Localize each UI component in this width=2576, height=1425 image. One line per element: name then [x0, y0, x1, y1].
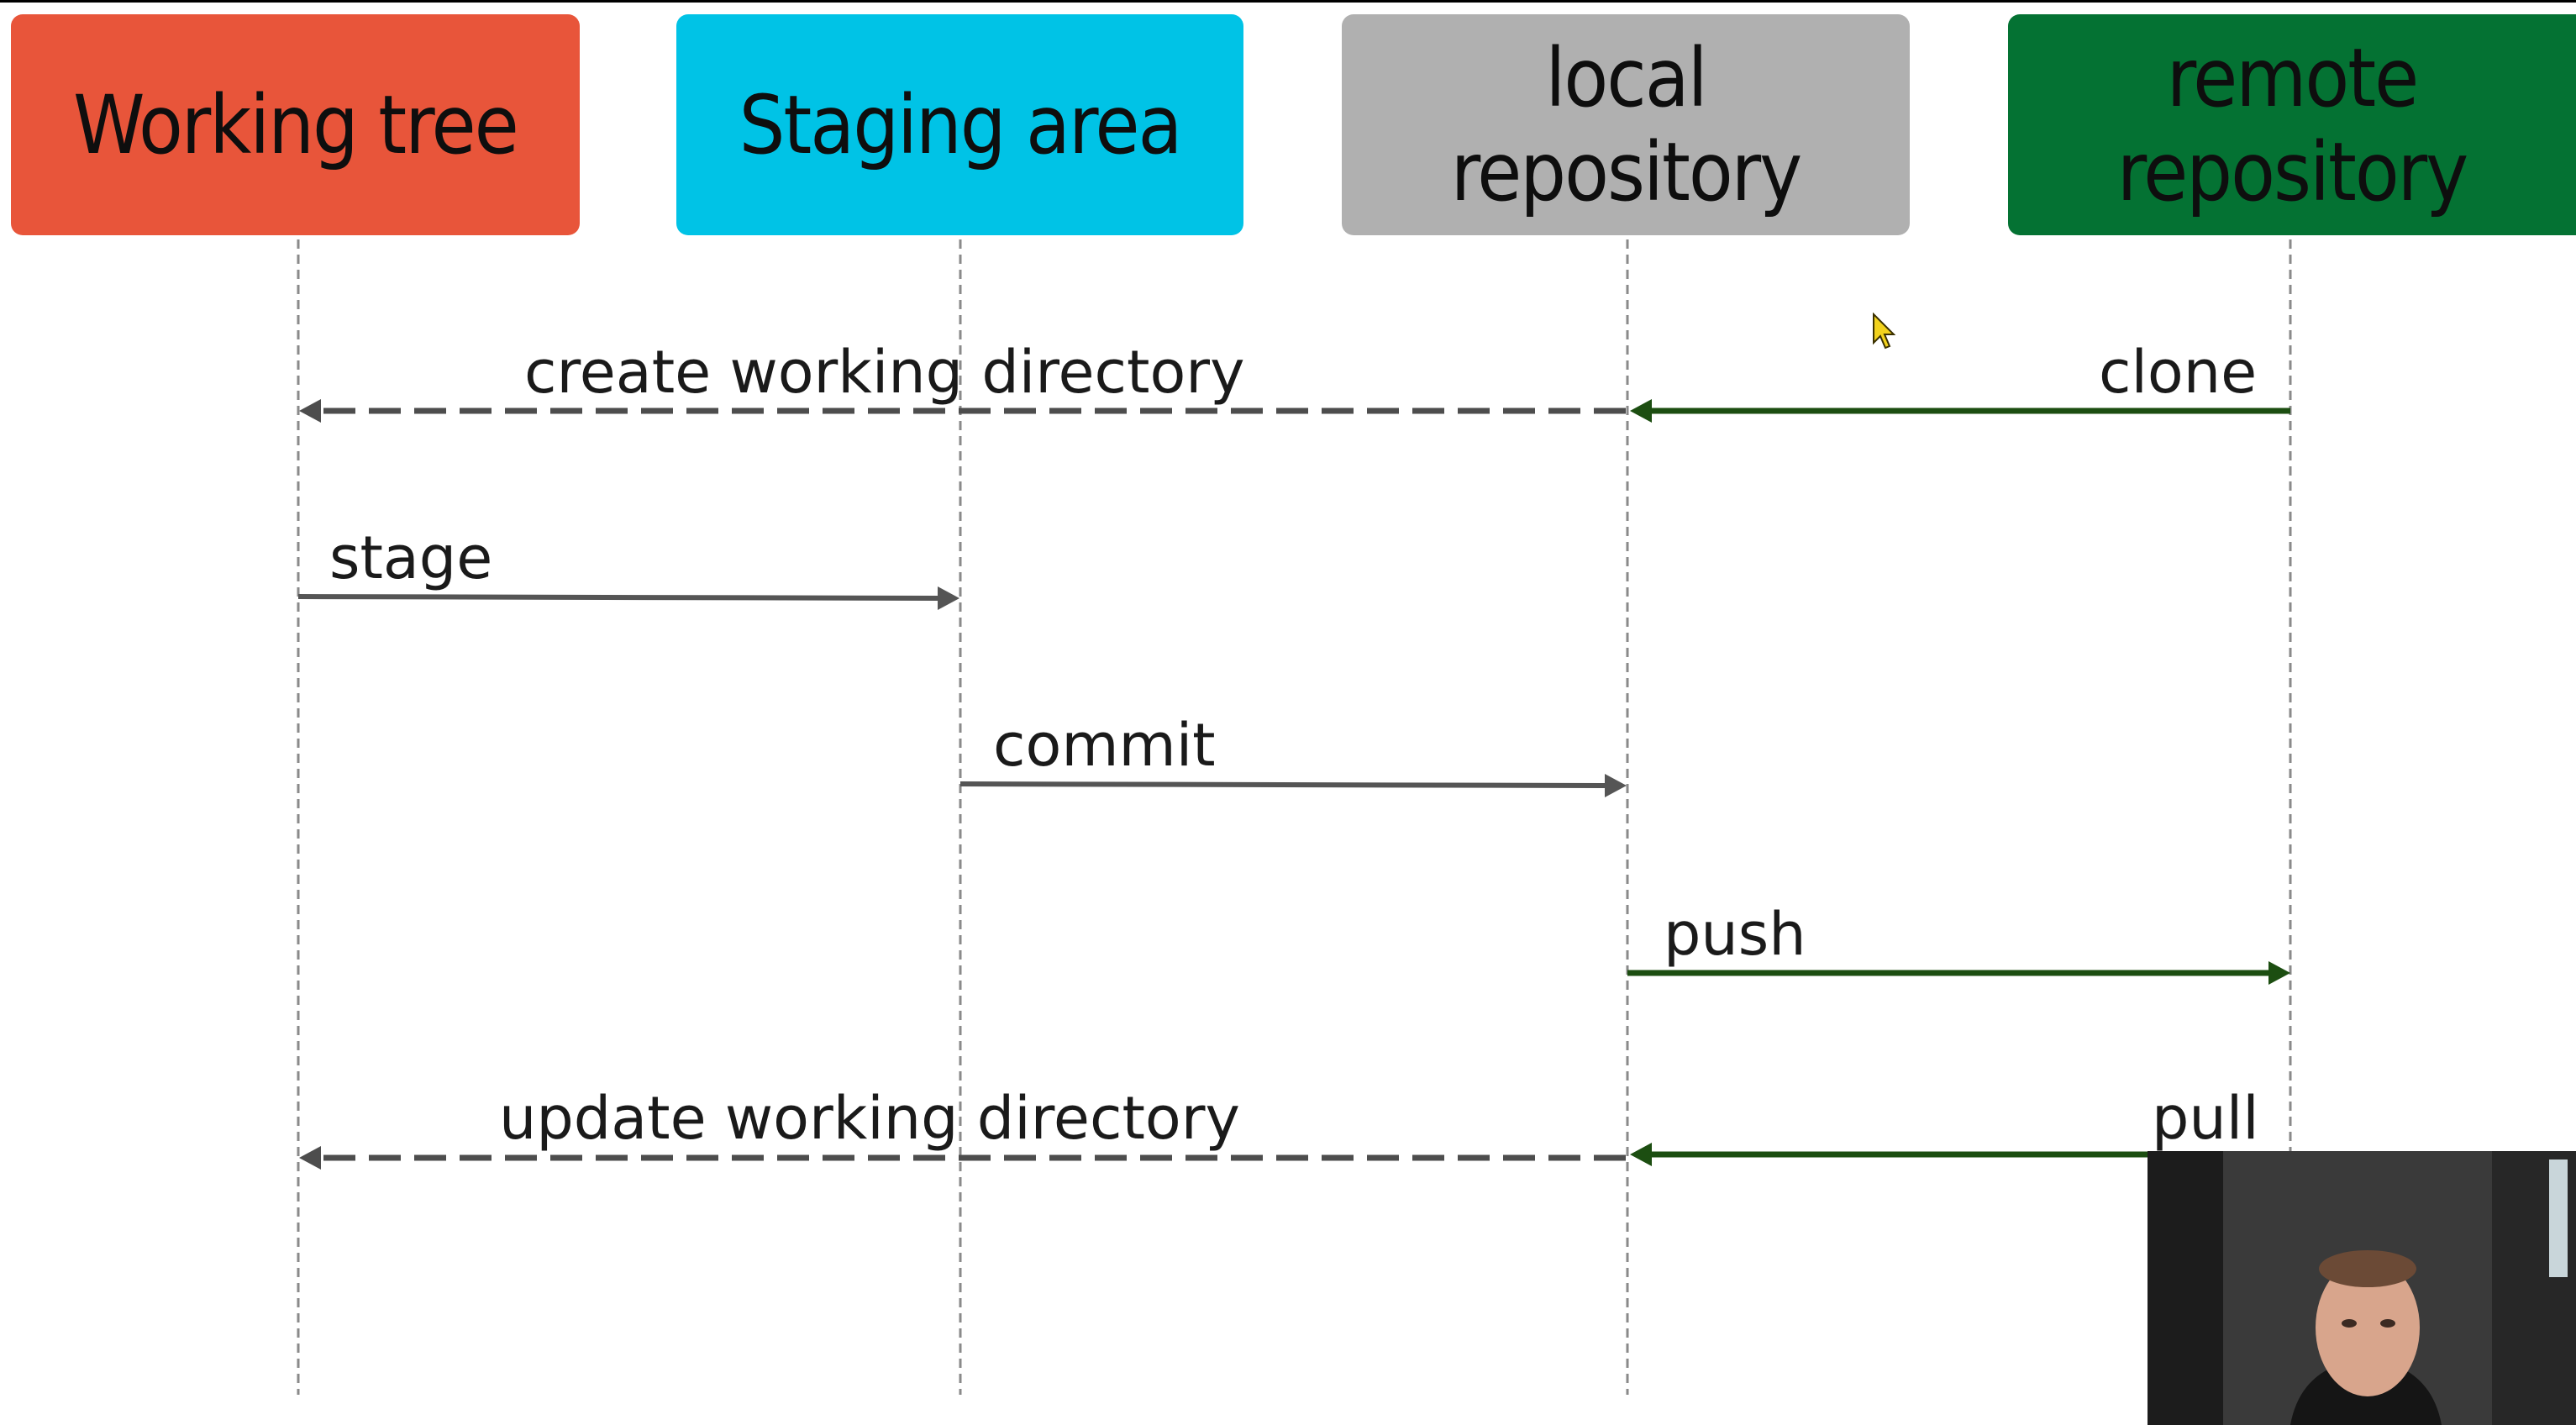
webcam-light-strip	[2549, 1159, 2568, 1277]
webcam-frame	[2148, 1151, 2576, 1425]
arrow-stage	[297, 586, 959, 610]
presenter-webcam-icon	[2148, 1151, 2576, 1425]
arrow-commit-line	[959, 781, 1607, 788]
arrow-commit-head	[1605, 774, 1627, 797]
arrow-pull	[1630, 1143, 2151, 1166]
webcam-eye-left	[2342, 1319, 2357, 1328]
mouse-pointer-icon	[1873, 313, 1895, 350]
label-update-working-directory: update working directory	[499, 1084, 1240, 1153]
webcam-hair	[2319, 1250, 2416, 1287]
label-stage: stage	[329, 523, 493, 592]
arrow-create-head	[299, 399, 321, 423]
arrow-clone-head	[1630, 399, 1652, 423]
label-commit: commit	[993, 711, 1216, 780]
arrow-push-head	[2268, 961, 2290, 985]
mouse-pointer-shape	[1873, 313, 1895, 350]
webcam-panel-left	[2148, 1151, 2223, 1425]
arrow-update	[299, 1146, 1626, 1170]
label-clone: clone	[2099, 338, 2258, 407]
lane-local-repository: local repository	[1342, 14, 1910, 235]
top-border	[0, 0, 2576, 3]
arrow-stage-line	[297, 594, 940, 601]
label-push: push	[1664, 900, 1806, 969]
lifelines	[297, 239, 2292, 1395]
lane-staging-area: Staging area	[676, 14, 1243, 235]
arrow-commit	[959, 774, 1627, 797]
label-pull: pull	[2152, 1084, 2259, 1153]
lane-working-tree: Working tree	[11, 14, 580, 235]
lane-remote-repository: remote repository	[2008, 14, 2576, 235]
label-create-working-directory: create working directory	[524, 338, 1245, 407]
webcam-eye-right	[2380, 1319, 2395, 1328]
arrow-pull-head	[1630, 1143, 1652, 1166]
arrow-update-head	[299, 1146, 321, 1170]
arrow-stage-head	[938, 586, 959, 610]
arrow-clone	[1630, 399, 2290, 423]
arrow-create	[299, 399, 1626, 423]
arrow-push	[1627, 961, 2290, 985]
webcam-head	[2316, 1259, 2420, 1396]
